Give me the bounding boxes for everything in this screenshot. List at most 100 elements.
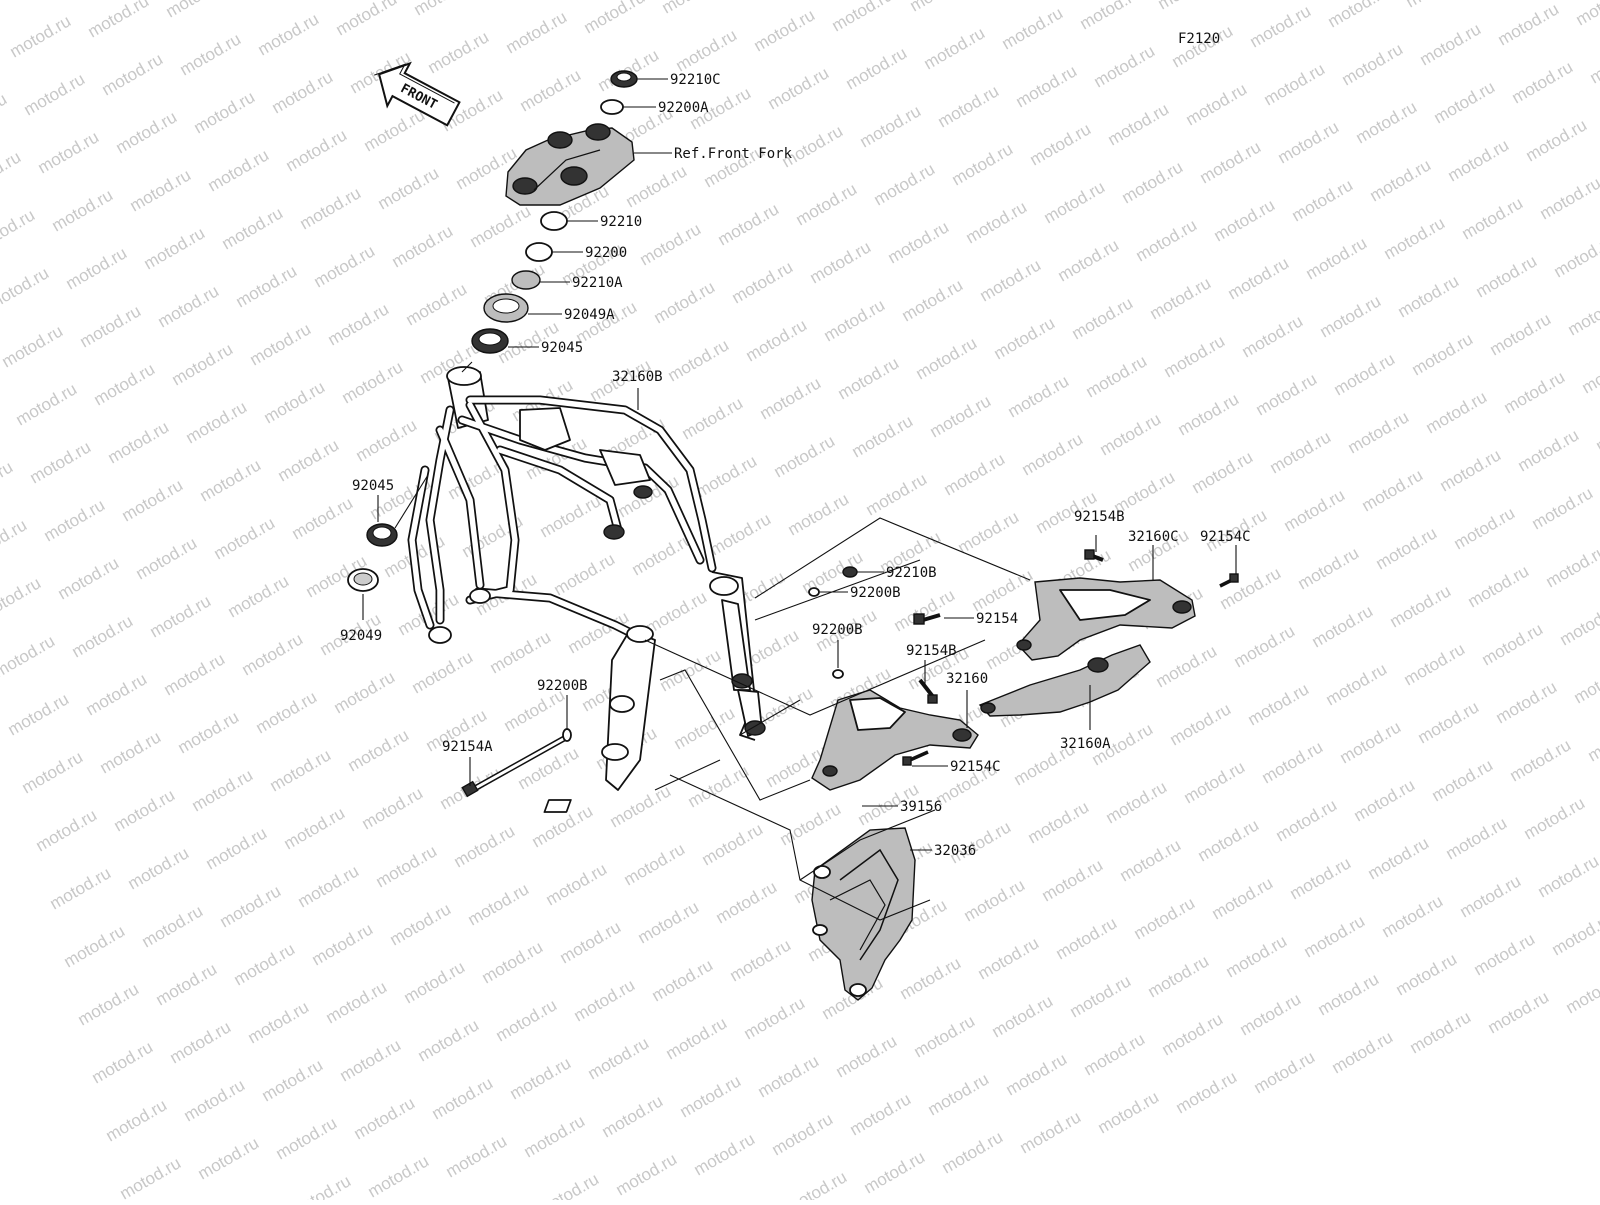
watermark-text: motod.ru <box>921 23 989 73</box>
watermark-text: motod.ru <box>117 1153 185 1200</box>
watermark-text: motod.ru <box>339 357 407 407</box>
watermark-text: motod.ru <box>1117 835 1185 885</box>
watermark-text: motod.ru <box>175 707 243 757</box>
watermark-text: motod.ru <box>691 1129 759 1179</box>
watermark-text: motod.ru <box>1253 369 1321 419</box>
watermark-text: motod.ru <box>757 373 825 423</box>
watermark-text: motod.ru <box>1593 405 1600 455</box>
callout-92210: 92210 <box>600 214 642 230</box>
watermark-text: motod.ru <box>1315 969 1383 1019</box>
watermark-text: motod.ru <box>401 957 469 1007</box>
callout-92049A: 92049A <box>564 307 615 323</box>
watermark-text: motod.ru <box>1083 351 1151 401</box>
watermark-text: motod.ru <box>821 295 889 345</box>
watermark-text: motod.ru <box>0 205 38 255</box>
watermark-text: motod.ru <box>1373 523 1441 573</box>
watermark-text: motod.ru <box>1515 425 1583 475</box>
watermark-text: motod.ru <box>331 667 399 717</box>
watermark-text: motod.ru <box>425 27 493 77</box>
watermark-text: motod.ru <box>1395 271 1463 321</box>
watermark-text: motod.ru <box>465 879 533 929</box>
callout-92154B-top: 92154B <box>1074 509 1125 525</box>
watermark-text: motod.ru <box>1465 561 1533 611</box>
watermark-text: motod.ru <box>677 1071 745 1121</box>
watermark-text: motod.ru <box>885 217 953 267</box>
watermark-text: motod.ru <box>907 0 975 15</box>
leader-lines <box>363 79 1236 920</box>
watermark-text: motod.ru <box>1337 717 1405 767</box>
watermark-text: motod.ru <box>0 573 44 623</box>
watermark-text: motod.ru <box>1393 949 1461 999</box>
watermark-text: motod.ru <box>1579 347 1600 397</box>
watermark-text: motod.ru <box>1379 891 1447 941</box>
watermark-text: motod.ru <box>189 765 257 815</box>
watermark-text: motod.ru <box>699 819 767 869</box>
watermark-text: motod.ru <box>961 875 1029 925</box>
label-39156 <box>544 800 570 812</box>
watermark-text: motod.ru <box>663 1013 731 1063</box>
callout-92154A: 92154A <box>442 739 493 755</box>
watermark-text: motod.ru <box>507 1053 575 1103</box>
watermark-text: motod.ru <box>1175 389 1243 439</box>
watermark-text: motod.ru <box>1431 77 1499 127</box>
watermark-text: motod.ru <box>707 509 775 559</box>
watermark-text: motod.ru <box>1237 989 1305 1039</box>
bearing-92049 <box>348 569 378 591</box>
washer-92200 <box>526 243 552 261</box>
watermark-text: motod.ru <box>1159 1009 1227 1059</box>
watermark-text: motod.ru <box>1105 99 1173 149</box>
watermark-text: motod.ru <box>373 841 441 891</box>
watermark-text: motod.ru <box>989 991 1057 1041</box>
watermark-text: motod.ru <box>1053 913 1121 963</box>
nut-92210C <box>611 71 637 87</box>
callout-ref-front-fork[interactable]: Ref.Front Fork <box>674 146 793 162</box>
watermark-text: motod.ru <box>389 221 457 271</box>
watermark-text: motod.ru <box>1537 173 1600 223</box>
watermark-text: motod.ru <box>1443 813 1511 863</box>
watermark-text: motod.ru <box>85 0 153 41</box>
callout-32160C: 32160C <box>1128 529 1179 545</box>
watermark-text: motod.ru <box>1211 195 1279 245</box>
watermark-text: motod.ru <box>83 669 151 719</box>
watermark-text: motod.ru <box>1145 951 1213 1001</box>
watermark-text: motod.ru <box>1013 61 1081 111</box>
watermark-text: motod.ru <box>269 67 337 117</box>
watermark-text: motod.ru <box>1495 0 1563 49</box>
watermark-text: motod.ru <box>147 591 215 641</box>
watermark-text: motod.ru <box>1529 483 1597 533</box>
watermark-text: motod.ru <box>963 197 1031 247</box>
watermark-text: motod.ru <box>49 185 117 235</box>
watermark-text: motod.ru <box>161 649 229 699</box>
watermark-text: motod.ru <box>679 393 747 443</box>
watermark-text: motod.ru <box>863 469 931 519</box>
watermark-text: motod.ru <box>1471 929 1539 979</box>
watermark-text: motod.ru <box>1409 329 1477 379</box>
bearing-92045-top <box>472 329 508 353</box>
watermark-text: motod.ru <box>255 9 323 59</box>
watermark-text: motod.ru <box>1097 409 1165 459</box>
watermark-text: motod.ru <box>939 1127 1007 1177</box>
watermark-text: motod.ru <box>97 727 165 777</box>
watermark-text: motod.ru <box>1197 137 1265 187</box>
watermark-text: motod.ru <box>1487 309 1555 359</box>
callout-32036: 32036 <box>934 843 976 859</box>
watermark-text: motod.ru <box>191 87 259 137</box>
watermark-text: motod.ru <box>1523 115 1591 165</box>
watermark-text: motod.ru <box>181 1075 249 1125</box>
watermark-text: motod.ru <box>1557 599 1600 649</box>
watermark-text: motod.ru <box>829 0 897 35</box>
watermark-text: motod.ru <box>133 533 201 583</box>
watermark-text: motod.ru <box>991 313 1059 363</box>
callout-32160A: 32160A <box>1060 736 1111 752</box>
watermark-text: motod.ru <box>345 725 413 775</box>
bracket-32160 <box>812 690 978 790</box>
watermark-text: motod.ru <box>715 199 783 249</box>
watermark-text: motod.ru <box>323 977 391 1027</box>
watermark-text: motod.ru <box>1153 641 1221 691</box>
watermark-text: motod.ru <box>479 937 547 987</box>
watermark-text: motod.ru <box>311 241 379 291</box>
watermark-text: motod.ru <box>729 257 797 307</box>
watermark-text: motod.ru <box>351 1093 419 1143</box>
watermark-text: motod.ru <box>1005 371 1073 421</box>
